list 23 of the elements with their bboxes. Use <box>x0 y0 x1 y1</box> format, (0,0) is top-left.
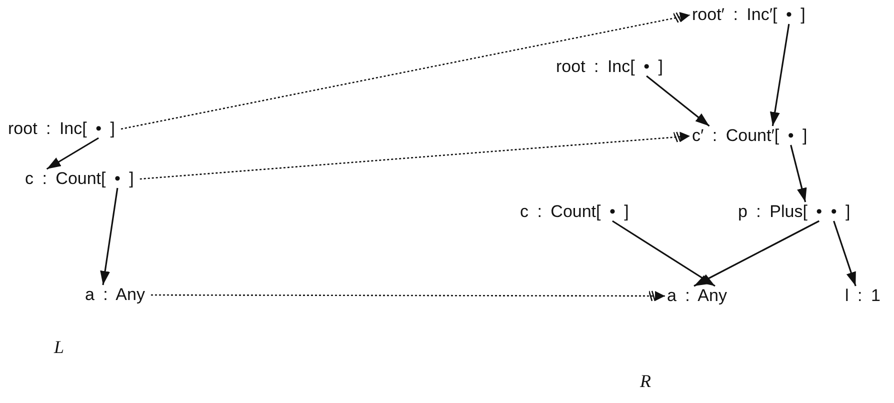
arrow <box>100 188 118 286</box>
node-label: p : Plus[ • • ] <box>738 204 850 220</box>
arrow <box>694 220 820 287</box>
node-label: a : Any <box>85 287 145 303</box>
dotted-mapping-arrow <box>120 11 691 130</box>
node-label: root : Inc[ • ] <box>556 59 663 75</box>
graph-side-label: R <box>640 371 651 392</box>
node-label: root′ : Inc′[ • ] <box>692 7 806 23</box>
arrow <box>612 220 716 287</box>
arrow <box>46 137 99 170</box>
node-label: root : Inc[ • ] <box>8 121 115 137</box>
node-label: c′ : Count′[ • ] <box>692 128 808 144</box>
node-label: l : 1 <box>845 288 880 304</box>
dotted-mapping-arrow <box>140 131 691 180</box>
node-label: c : Count[ • ] <box>520 204 629 220</box>
node-label: a : Any <box>667 288 727 304</box>
node-label: c : Count[ • ] <box>25 171 134 187</box>
graph-side-label: L <box>54 337 64 358</box>
arrow <box>833 220 856 286</box>
dotted-mapping-arrow <box>150 290 666 302</box>
arrow <box>790 144 807 202</box>
arrow <box>646 75 710 127</box>
arrow <box>770 24 790 126</box>
